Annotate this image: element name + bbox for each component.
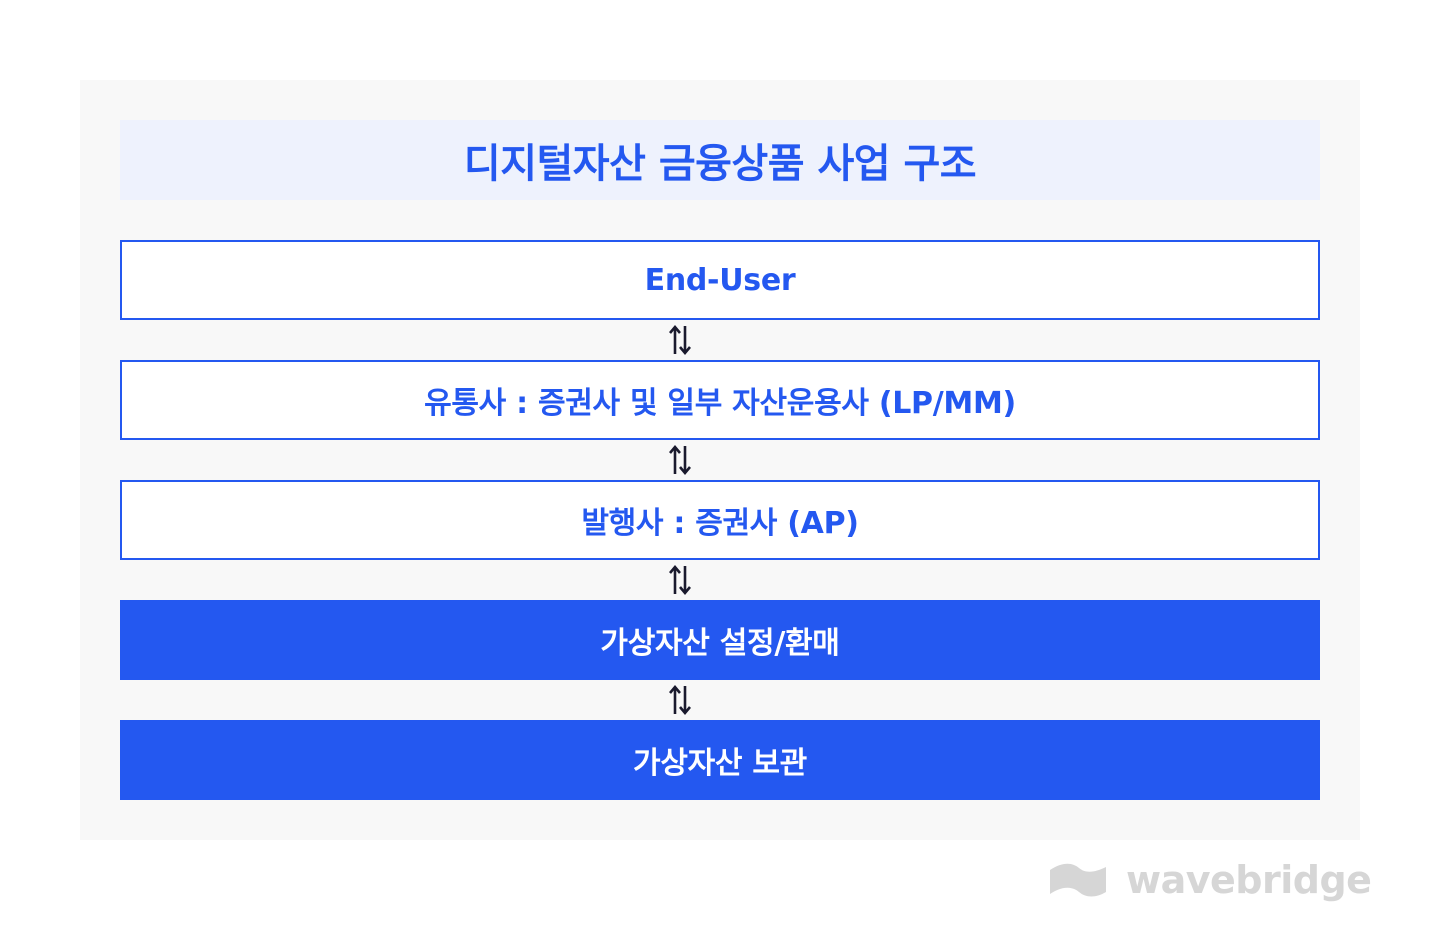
wave-flag-icon xyxy=(1050,863,1106,897)
diagram-title: 디지털자산 금융상품 사업 구조 xyxy=(463,141,977,187)
brand-logo: wavebridge xyxy=(1048,858,1372,902)
layer-issuer: 발행사 : 증권사 (AP) xyxy=(120,480,1320,560)
bidirectional-arrows-icon xyxy=(640,320,720,360)
layer-custody: 가상자산 보관 xyxy=(120,720,1320,800)
brand-wordmark: wavebridge xyxy=(1126,858,1372,902)
bidirectional-arrows-icon xyxy=(640,560,720,600)
bidirectional-arrows-icon xyxy=(640,440,720,480)
title-banner: 디지털자산 금융상품 사업 구조 xyxy=(120,120,1320,200)
layer-end-user: End-User xyxy=(120,240,1320,320)
layer-distributor: 유통사 : 증권사 및 일부 자산운용사 (LP/MM) xyxy=(120,360,1320,440)
diagram-panel: 디지털자산 금융상품 사업 구조 End-User 유통사 : 증권사 및 일부… xyxy=(80,80,1360,840)
bidirectional-arrows-icon xyxy=(640,680,720,720)
layer-creation-redemption: 가상자산 설정/환매 xyxy=(120,600,1320,680)
